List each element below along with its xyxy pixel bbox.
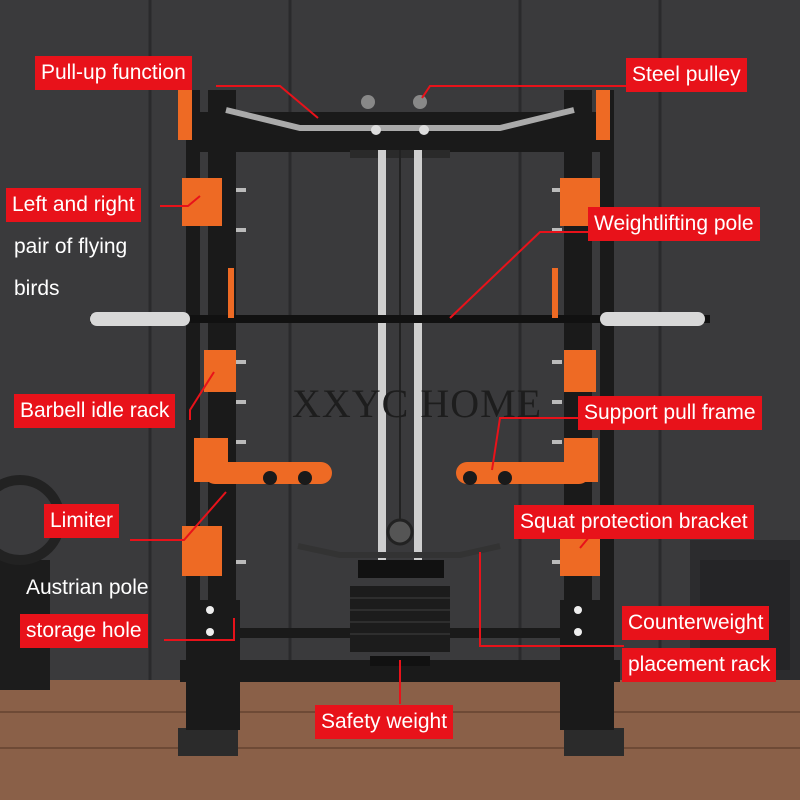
leader-limiter (130, 491, 227, 541)
leader-flying-birds (160, 195, 201, 207)
left-barbell-rest (204, 350, 236, 392)
left-squat-bracket (182, 526, 222, 576)
label-austrian-pole-line1: Austrian pole (26, 576, 149, 599)
label-flying-birds-line3: birds (14, 277, 60, 300)
leader-barbell-rack (189, 371, 215, 420)
leader-steel-pulley (421, 85, 628, 99)
leader-pull-up (216, 85, 319, 119)
row-handle (297, 543, 501, 558)
pull-up-bar (225, 107, 575, 131)
leader-austrian-pole (164, 618, 235, 641)
label-support-pull-frame: Support pull frame (578, 396, 762, 430)
right-pulley (413, 95, 427, 109)
right-support-arm (456, 462, 590, 484)
right-top-pulley-bracket (596, 90, 610, 140)
weight-stack-top (358, 560, 444, 578)
left-guide-rod (378, 150, 386, 570)
barbell-sleeve-right (600, 312, 705, 326)
right-j-hook (552, 268, 558, 318)
label-austrian-pole-line2: storage hole (20, 614, 148, 648)
label-steel-pulley: Steel pulley (626, 58, 747, 92)
label-counterweight-line2: placement rack (622, 648, 777, 682)
label-pull-up-function: Pull-up function (35, 56, 192, 90)
right-guide-rod (414, 150, 422, 570)
label-flying-birds-line1: Left and right (6, 188, 141, 222)
label-safety-weight: Safety weight (315, 705, 454, 739)
right-barbell-rest (564, 350, 596, 392)
left-pulley (361, 95, 375, 109)
right-foot (564, 728, 624, 756)
leader-counterweight (479, 552, 624, 647)
label-limiter: Limiter (44, 504, 120, 538)
left-foot (178, 728, 238, 756)
label-weightlifting-pole: Weightlifting pole (588, 207, 760, 241)
left-cable-bracket (182, 178, 222, 226)
low-pulley (386, 518, 414, 546)
barbell-bar (90, 315, 710, 323)
weight-stack (350, 586, 450, 652)
barbell-sleeve-left (90, 312, 190, 326)
leader-weightlifting-pole (449, 231, 592, 319)
left-j-hook (228, 268, 234, 318)
label-squat-protection-bracket: Squat protection bracket (514, 505, 754, 539)
label-counterweight-line1: Counterweight (622, 606, 770, 640)
leader-support-frame (491, 417, 586, 471)
left-top-pulley-bracket (178, 90, 192, 140)
label-flying-birds-line2: pair of flying (14, 235, 128, 258)
label-barbell-idle-rack: Barbell idle rack (14, 394, 176, 428)
watermark-text: XXYC HOME (292, 381, 543, 426)
